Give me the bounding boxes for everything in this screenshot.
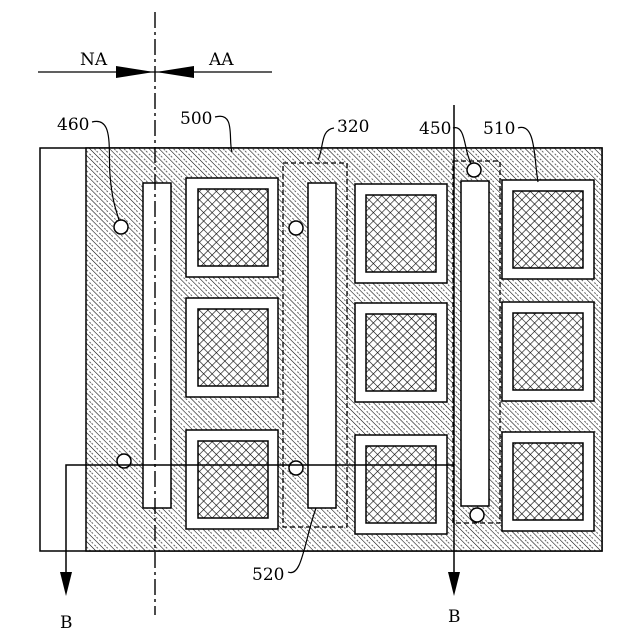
section-label-right: B (448, 607, 461, 627)
ref-500: 500 (180, 109, 212, 129)
ref-450: 450 (419, 119, 451, 139)
ref-520: 520 (252, 565, 284, 585)
ref-510: 510 (483, 119, 515, 139)
pad-column-left (186, 178, 278, 529)
strip-middle-520 (308, 183, 336, 508)
na-label: NA (80, 50, 108, 70)
section-label-left: B (60, 613, 73, 633)
ref-460: 460 (57, 115, 89, 135)
aa-label: AA (208, 50, 234, 70)
ref-320: 320 (337, 117, 369, 137)
strip-right (461, 181, 489, 506)
pad-column-right (502, 180, 594, 531)
strip-left (143, 183, 171, 508)
pad-column-middle (355, 184, 447, 534)
